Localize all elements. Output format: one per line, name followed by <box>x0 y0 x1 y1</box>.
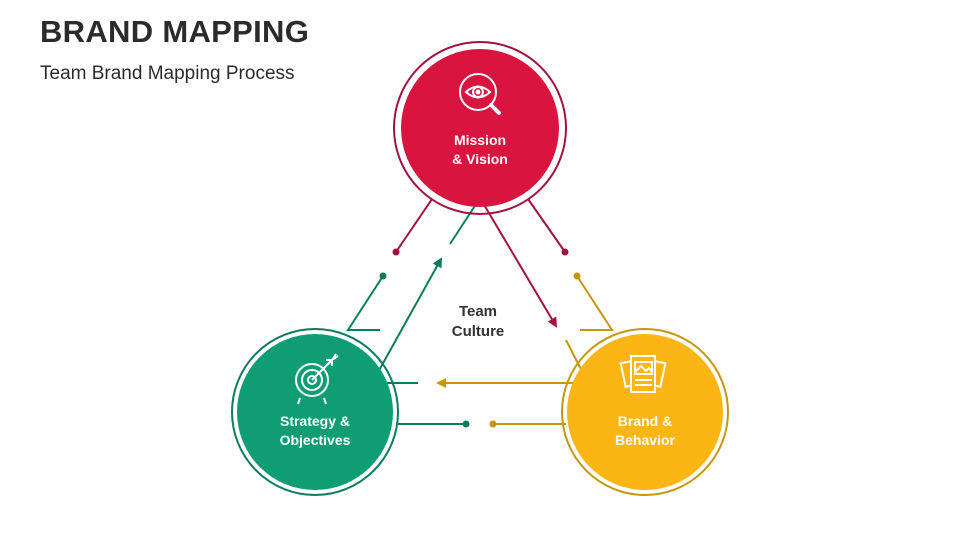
node-strategy-label-line2: Objectives <box>280 432 351 448</box>
arrow-mission-to-brand <box>479 197 558 328</box>
node-strategy-objectives: Strategy & Objectives <box>231 328 399 496</box>
node-brand-label-line2: Behavior <box>615 432 675 448</box>
node-brand-label-line1: Brand & <box>618 413 672 429</box>
connector-mission-brand <box>527 198 614 331</box>
target-arrow-icon <box>295 353 339 405</box>
slide-title: BRAND MAPPING <box>40 14 310 49</box>
documents-image-icon <box>619 355 667 393</box>
triangle-arrows <box>370 197 590 388</box>
eye-magnifier-icon <box>459 73 501 115</box>
node-mission-label-line1: Mission <box>454 132 506 148</box>
connector-strategy-brand <box>396 420 566 428</box>
arrow-brand-to-strategy <box>436 339 590 388</box>
center-label-line2: Culture <box>452 323 505 340</box>
node-brand-behavior: Brand & Behavior <box>561 328 729 496</box>
connector-mission-strategy <box>346 198 433 331</box>
node-strategy-label-line1: Strategy & <box>280 413 350 429</box>
slide-subtitle: Team Brand Mapping Process <box>40 63 295 84</box>
center-label-line1: Team <box>459 303 497 320</box>
node-mission-label-line2: & Vision <box>452 151 508 167</box>
node-mission-vision: Mission & Vision <box>393 41 567 215</box>
